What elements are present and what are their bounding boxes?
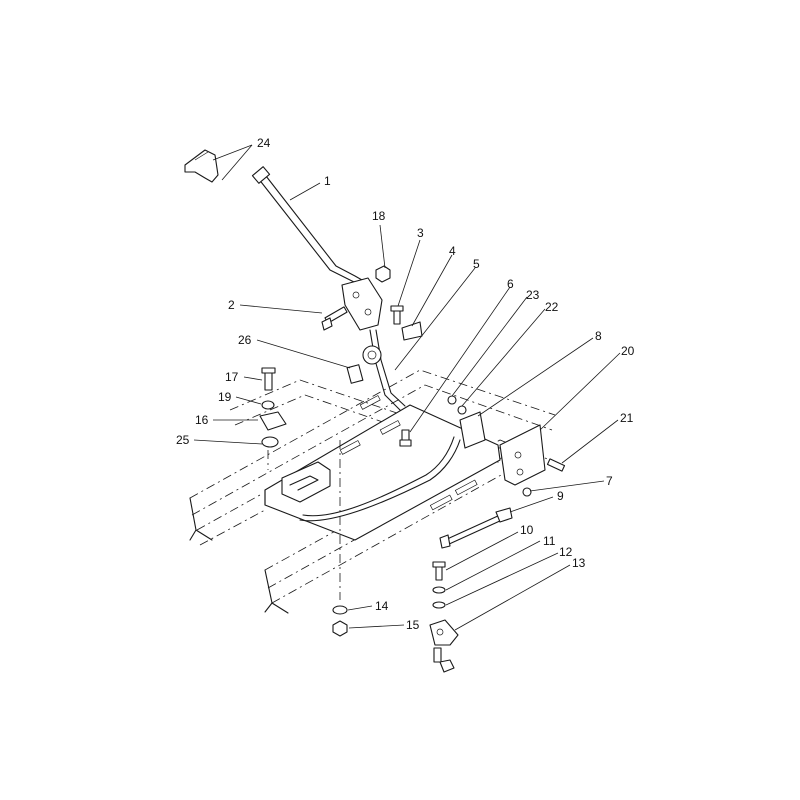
callout-26: 26 [238,333,252,347]
callout-4: 4 [449,244,456,258]
shift-lever [184,149,406,411]
callout-1: 1 [324,174,331,188]
slotted-plate [264,395,501,541]
callout-19: 19 [218,390,232,404]
callout-13: 13 [572,556,586,570]
hardware [259,265,566,673]
callout-3: 3 [417,226,424,240]
callout-23: 23 [526,288,540,302]
callout-11: 11 [543,534,556,548]
callout-9: 9 [557,489,564,503]
callout-17: 17 [225,370,239,384]
callout-21: 21 [620,411,634,425]
callout-12: 12 [559,545,573,559]
callout-8: 8 [595,329,602,343]
callout-25: 25 [176,433,190,447]
callout-6: 6 [507,277,514,291]
callout-14: 14 [375,599,389,613]
callout-7: 7 [606,474,613,488]
side-bracket [459,411,546,486]
callout-18: 18 [372,209,386,223]
callout-15: 15 [406,618,420,632]
callout-2: 2 [228,298,235,312]
callout-5: 5 [473,257,480,271]
callout-22: 22 [545,300,559,314]
callout-10: 10 [520,523,534,537]
callout-16: 16 [195,413,209,427]
callout-24: 24 [257,136,271,150]
callouts: 24 1 18 3 4 5 2 6 23 22 8 26 20 17 19 21… [176,136,635,632]
leader-lines [193,144,621,631]
callout-20: 20 [621,344,635,358]
